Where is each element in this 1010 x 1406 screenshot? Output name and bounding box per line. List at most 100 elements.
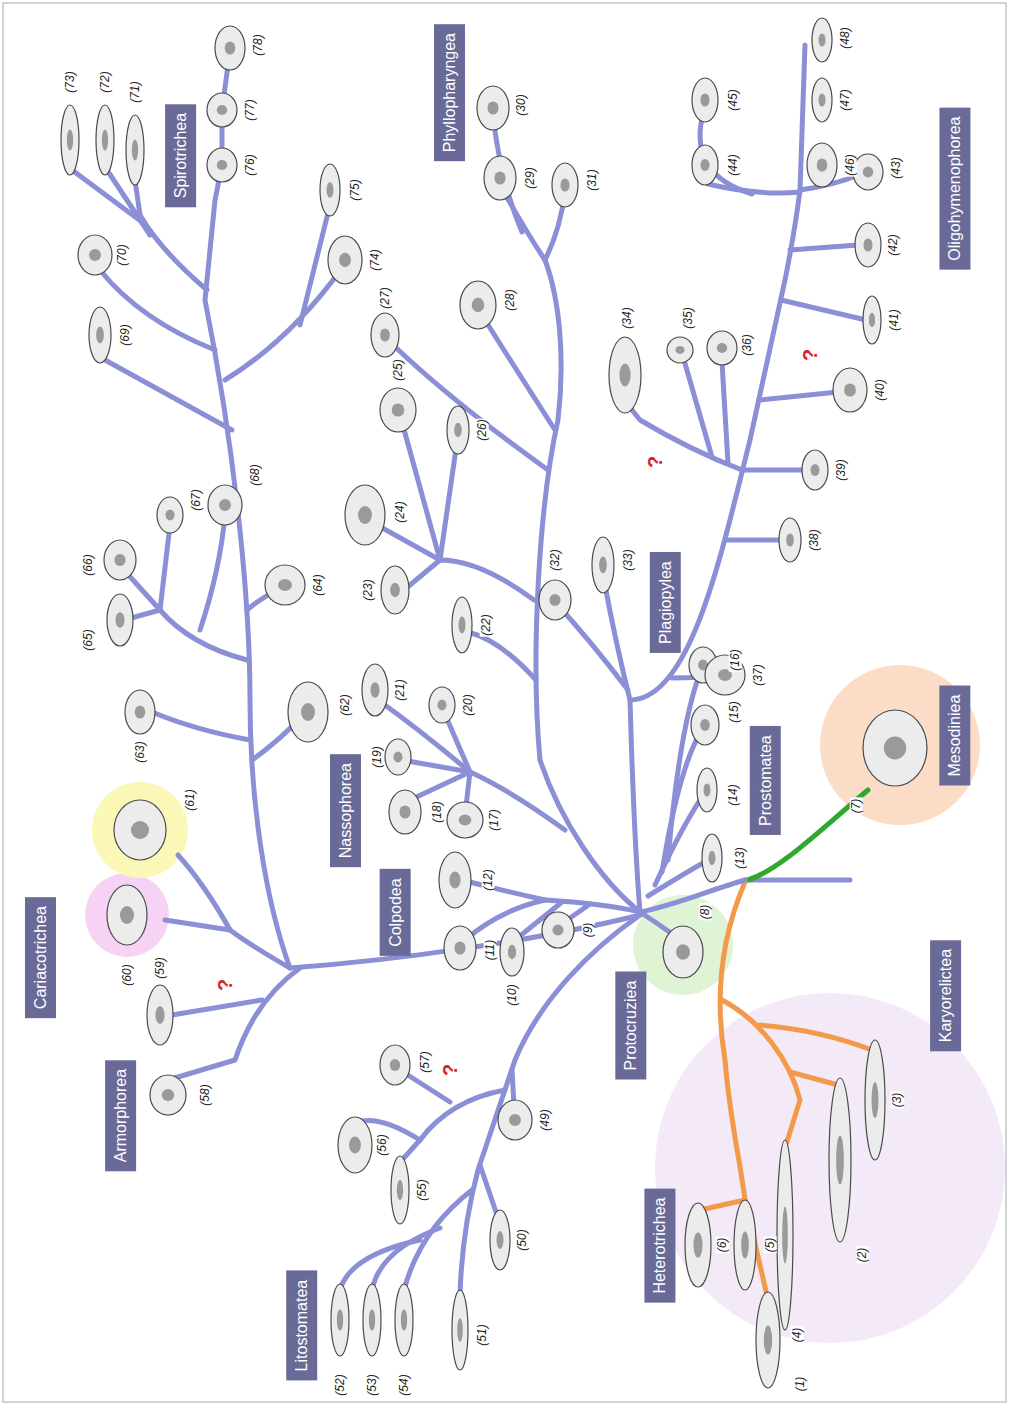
tree-branch (630, 45, 805, 700)
tree-branch (745, 878, 850, 883)
organism-nucleus (487, 101, 498, 114)
organism-sketch (609, 337, 641, 413)
organism-sketch (328, 236, 362, 284)
organism-nucleus (786, 533, 794, 546)
organism-nucleus (370, 682, 379, 698)
callout-number: (38) (808, 528, 821, 551)
callout-number: (12) (482, 868, 495, 891)
class-name: Heterotrichea (650, 1197, 669, 1293)
organism-sketch (702, 834, 722, 882)
organism-sketch (812, 18, 832, 62)
organism-nucleus (863, 238, 872, 251)
organism-sketch (96, 105, 114, 175)
organism-sketch (498, 1100, 532, 1140)
tree-branch (460, 915, 640, 1295)
tree-branch (540, 760, 640, 912)
organism-sketch (207, 93, 237, 127)
callout-number: (28) (504, 288, 517, 311)
organism-sketch (429, 687, 455, 723)
organism-nucleus (552, 925, 563, 936)
callout-number: (58) (199, 1083, 212, 1106)
uncertain-mark: ? (215, 978, 235, 992)
callout-number: (52) (334, 1373, 347, 1396)
organism-nucleus (472, 298, 485, 312)
callout-number: (44) (727, 153, 740, 176)
organism-sketch (208, 485, 242, 525)
organism-sketch (779, 518, 801, 562)
organism-sketch (265, 565, 305, 605)
organism-sketch (833, 368, 867, 412)
callout-number: (50) (516, 1228, 529, 1251)
callout-number: (63) (134, 740, 147, 763)
organism-nucleus (863, 167, 874, 178)
callout-number: (55) (416, 1178, 429, 1201)
class-label-box: Prostomatea (749, 726, 780, 835)
organism-sketch (685, 1203, 711, 1287)
organism-sketch (865, 1040, 885, 1160)
callout-number: (74) (369, 248, 382, 271)
organism-nucleus (96, 327, 104, 344)
organism-nucleus (337, 1309, 343, 1331)
organism-sketches (61, 18, 927, 1388)
organism-sketch (107, 885, 147, 945)
organism-nucleus (390, 583, 400, 597)
callout-number: (51) (476, 1323, 489, 1346)
organism-nucleus (327, 182, 334, 198)
callout-number: (40) (874, 378, 887, 401)
class-label-box: Cariacotrichea (24, 897, 55, 1018)
callout-number: (14) (727, 783, 740, 806)
callout-number: (31) (586, 168, 599, 191)
tree-branch (759, 392, 838, 400)
organism-nucleus (131, 821, 149, 839)
organism-nucleus (132, 140, 138, 161)
callout-number: (11) (484, 939, 497, 961)
organism-nucleus (399, 805, 410, 818)
organism-sketch (150, 1075, 186, 1115)
callout-number: (71) (129, 80, 142, 103)
organism-nucleus (278, 579, 292, 591)
organism-sketch (345, 485, 385, 545)
tree-branch (178, 855, 230, 930)
organism-sketch (552, 163, 578, 207)
callout-number: (47) (839, 88, 852, 111)
tree-branch (536, 260, 561, 760)
callout-number: (2) (856, 1247, 869, 1264)
tree-branch (470, 772, 565, 830)
tree-branch (468, 632, 536, 680)
callout-number: (75) (349, 178, 362, 201)
class-label-box: Nassophorea (329, 754, 360, 867)
organism-nucleus (369, 1309, 375, 1331)
class-label-box: Litostomatea (286, 1270, 317, 1380)
organism-nucleus (165, 510, 174, 521)
organism-nucleus (217, 105, 228, 115)
callout-number: (69) (119, 323, 132, 346)
class-name: Spirotrichea (171, 112, 190, 197)
group-highlight (820, 665, 980, 825)
tree-branch (105, 360, 232, 430)
callout-number: (77) (244, 98, 257, 121)
callout-number: (65) (82, 628, 95, 651)
organism-sketch (452, 1290, 468, 1370)
class-label-box: Heterotrichea (644, 1188, 675, 1302)
callout-number: (26) (476, 418, 489, 441)
organism-sketch (707, 331, 737, 365)
organism-nucleus (449, 872, 460, 889)
organism-nucleus (782, 1207, 788, 1264)
callout-number: (56) (376, 1133, 389, 1156)
organism-nucleus (89, 249, 101, 261)
tree-branch (372, 1228, 440, 1290)
tree-branch (225, 268, 342, 380)
organism-nucleus (397, 1180, 403, 1200)
tree-branch (340, 1240, 420, 1290)
class-name: Protocruziea (621, 980, 640, 1070)
organism-sketch (863, 296, 881, 344)
organism-nucleus (764, 1326, 772, 1355)
organism-sketch (89, 307, 111, 363)
callout-number: (6) (716, 1237, 729, 1254)
tree-branch (480, 312, 555, 430)
organism-sketch (691, 705, 719, 745)
tree-branch (402, 1140, 420, 1160)
organism-nucleus (120, 906, 134, 924)
organism-nucleus (392, 403, 405, 416)
